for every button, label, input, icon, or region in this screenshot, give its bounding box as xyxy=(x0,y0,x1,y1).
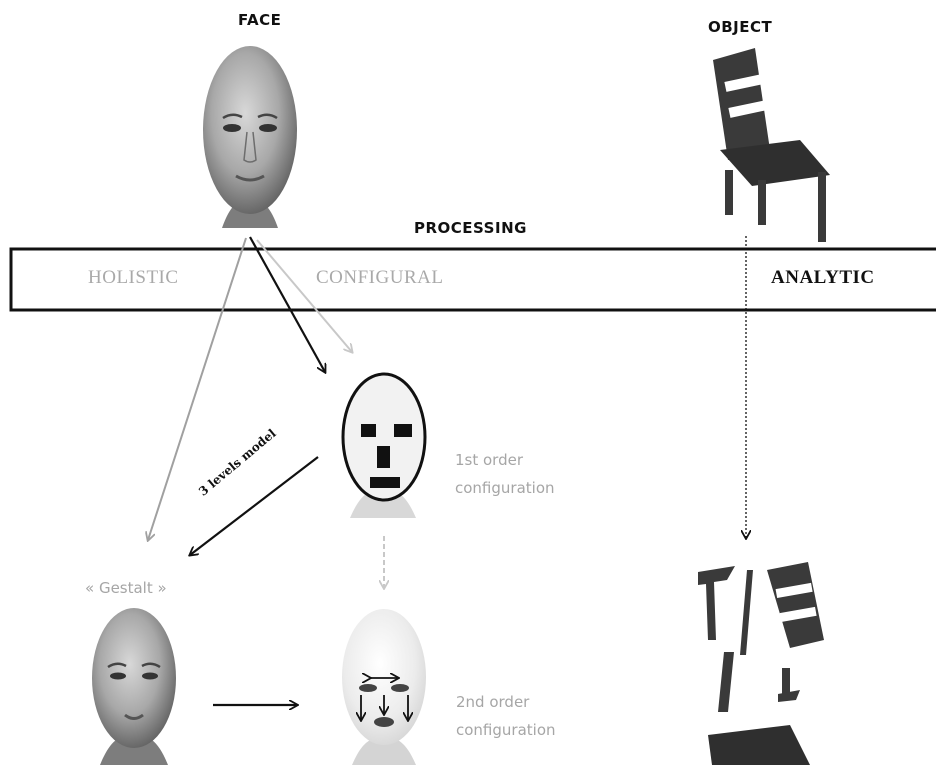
analytic-label: ANALYTIC xyxy=(771,267,875,288)
second-order-face-icon xyxy=(342,609,426,765)
holistic-arrow-to-gestalt xyxy=(148,237,247,540)
first-order-line2: configuration xyxy=(455,479,555,497)
holistic-label: HOLISTIC xyxy=(88,267,179,288)
first-order-label: 1st order configuration xyxy=(455,446,555,502)
arrow-to-first-order xyxy=(249,236,325,372)
second-order-line2: configuration xyxy=(456,721,556,739)
face-label: FACE xyxy=(238,11,282,29)
processing-label: PROCESSING xyxy=(414,219,527,237)
chair-parts-icon xyxy=(698,562,824,765)
three-levels-arrow xyxy=(190,456,319,555)
first-order-face-icon xyxy=(341,372,427,518)
second-order-label: 2nd order configuration xyxy=(456,688,556,744)
second-order-line1: 2nd order xyxy=(456,693,530,711)
chair-object-icon xyxy=(713,48,830,242)
configural-label: CONFIGURAL xyxy=(316,267,444,288)
object-label: OBJECT xyxy=(708,18,773,36)
configural-arrow-to-first-order xyxy=(256,239,352,352)
face-head-icon xyxy=(203,46,297,228)
gestalt-head-icon xyxy=(92,608,176,765)
first-order-line1: 1st order xyxy=(455,451,524,469)
gestalt-label: « Gestalt » xyxy=(85,579,167,597)
processing-band xyxy=(9,247,936,312)
